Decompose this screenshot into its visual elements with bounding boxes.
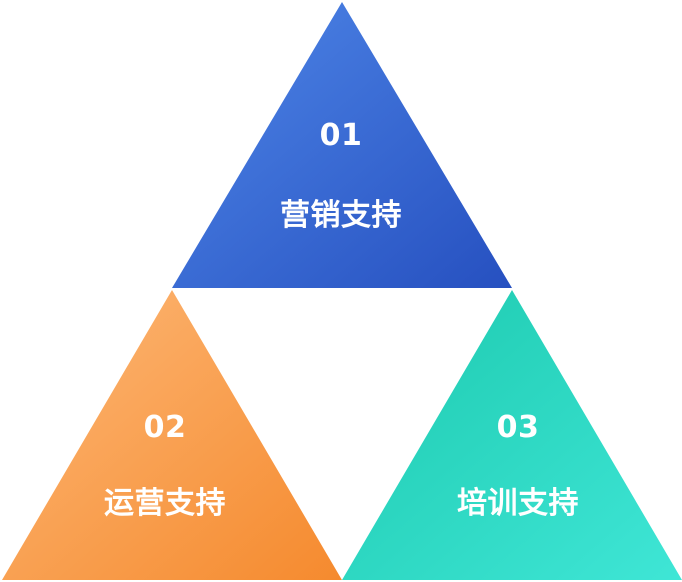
triangle-right [342,290,682,580]
item-2-label: 运营支持 [104,486,226,521]
item-1-label: 营销支持 [280,198,402,233]
item-3-label: 培训支持 [457,486,579,521]
triangle-left [2,290,342,580]
item-1-number: 01 [319,118,363,153]
item-2-number: 02 [143,410,187,445]
triangle-top [172,2,512,288]
item-3-number: 03 [496,410,540,445]
